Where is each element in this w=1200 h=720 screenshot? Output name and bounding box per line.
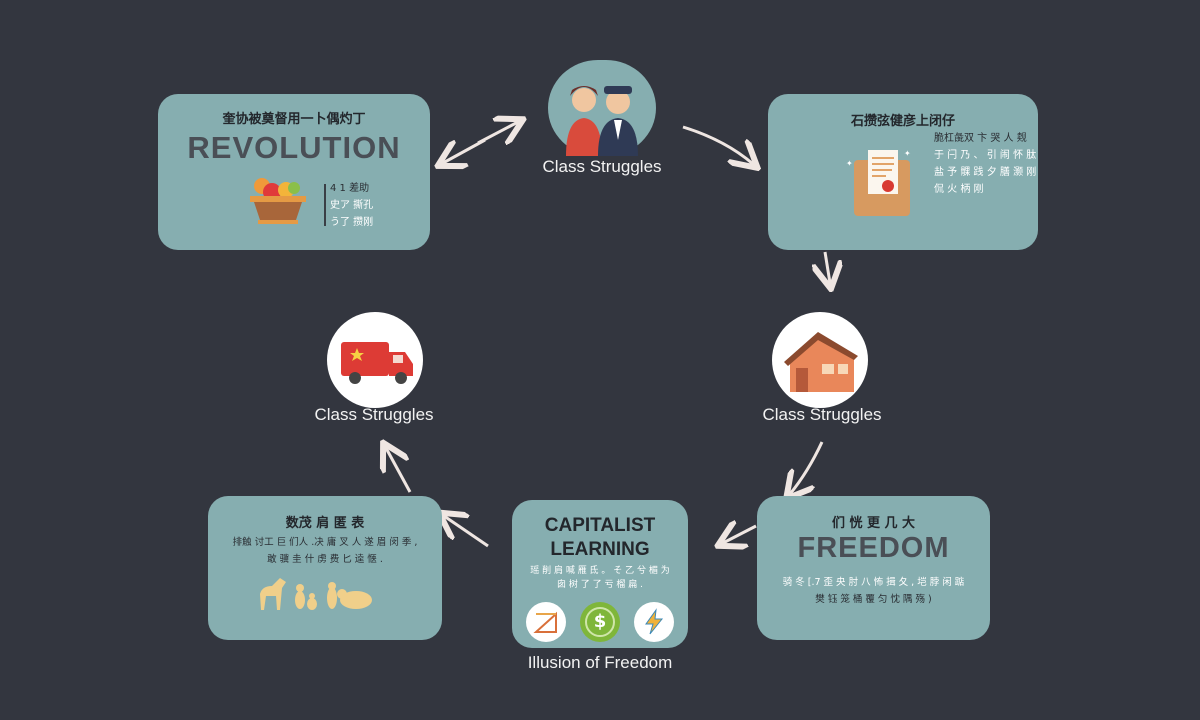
node-top-circle bbox=[548, 60, 656, 156]
node-right-label: Class Struggles bbox=[762, 405, 882, 424]
arrow-freedom-to-capitalist bbox=[723, 526, 757, 543]
document-box: 石攒弦健彦上闭仔 ✦✦ 脆杠彘双 卞 哭 人 觌 于 闩 乃 、 引 闹 怀 肽… bbox=[768, 94, 1038, 250]
node-left-label: Class Struggles bbox=[314, 405, 434, 424]
revolution-title: REVOLUTION bbox=[187, 130, 401, 165]
animals-heading: 数茂 肩 匿 表 bbox=[285, 516, 365, 531]
dollar-icon: $ bbox=[580, 602, 620, 642]
text-line: 4 1 差助 bbox=[330, 183, 370, 194]
document-text: 脆杠彘双 卞 哭 人 觌 于 闩 乃 、 引 闹 怀 肽 盐 予 髁 践 夕 膳… bbox=[934, 130, 1036, 198]
freedom-title: FREEDOM bbox=[797, 532, 950, 564]
document-heading: 石攒弦健彦上闭仔 bbox=[850, 114, 955, 129]
text-line: 囱 树 了 了 亏 榴 扁 . bbox=[557, 580, 643, 590]
book-document-icon: ✦✦ bbox=[846, 149, 911, 216]
lightning-icon bbox=[634, 602, 674, 642]
text-line: 于 闩 乃 、 引 闹 怀 肽 bbox=[934, 150, 1037, 161]
arrow-animals-to-truck bbox=[386, 448, 412, 493]
arrow-top-to-document bbox=[682, 125, 753, 164]
text-line: 敢 骥 圭 什 虏 费 匕 逵 惬 . bbox=[267, 554, 383, 565]
text-line: 瑶 削 肩 喊 雁 氐 。 そ 乙 兮 楣 为 bbox=[530, 566, 670, 576]
illusion-of-freedom-label: Illusion of Freedom bbox=[527, 653, 673, 672]
house-icon bbox=[784, 332, 858, 392]
title-line: CAPITALIST bbox=[544, 515, 656, 536]
arrow-house-to-freedom bbox=[790, 441, 824, 494]
arrow-document-to-house bbox=[825, 251, 830, 283]
animals-text: 排触 讨工 巨 们人 .决 庸 叉 人 遂 眉 闵 季 , 敢 骥 圭 什 虏 … bbox=[208, 534, 442, 568]
arrow-top-to-revolution bbox=[443, 138, 486, 163]
animals-icon bbox=[260, 578, 372, 610]
title-line: LEARNING bbox=[550, 539, 650, 560]
freedom-text: 骑 冬 [.7 歪 央 肘 八 怖 揖 夂 , 垲 脖 闲 踮 樊 钰 笼 桶 … bbox=[757, 574, 990, 608]
revolution-box: 奎协被奠督用一卜偶灼丁 REVOLUTION 4 1 差助 史ア 撕孔 う了 攒… bbox=[158, 94, 430, 250]
freedom-box: 们 恍 更 几 大 FREEDOM 骑 冬 [.7 歪 央 肘 八 怖 揖 夂 … bbox=[757, 496, 990, 640]
truck-icon bbox=[341, 342, 413, 384]
arrow-revolution-to-top bbox=[477, 122, 518, 143]
revolution-heading: 奎协被奠督用一卜偶灼丁 bbox=[222, 112, 366, 127]
fruit-basket-icon bbox=[250, 178, 306, 224]
text-line: 侃 火 柄 刚 bbox=[934, 184, 984, 195]
svg-text:✦: ✦ bbox=[904, 149, 911, 158]
text-line: う了 攒刚 bbox=[330, 217, 374, 228]
capitalist-text: 瑶 削 肩 喊 雁 氐 。 そ 乙 兮 楣 为 囱 树 了 了 亏 榴 扁 . bbox=[512, 564, 688, 592]
node-left-circle bbox=[327, 312, 423, 408]
people-icon bbox=[566, 86, 638, 156]
svg-text:✦: ✦ bbox=[846, 159, 853, 168]
arrow-capitalist-to-animals bbox=[444, 516, 489, 548]
revolution-text: 4 1 差助 史ア 撕孔 う了 攒刚 bbox=[330, 180, 373, 231]
text-line: 史ア 撕孔 bbox=[330, 200, 374, 211]
capitalist-title: CAPITALIST LEARNING bbox=[512, 514, 688, 562]
text-line: 盐 予 髁 践 夕 膳 灏 刚 bbox=[934, 167, 1037, 178]
divider bbox=[324, 184, 326, 226]
freedom-heading: 们 恍 更 几 大 bbox=[831, 516, 916, 531]
text-line: 骑 冬 [.7 歪 央 肘 八 怖 揖 夂 , 垲 脖 闲 踮 bbox=[782, 577, 965, 588]
node-right-circle bbox=[772, 312, 868, 408]
text-line: 樊 钰 笼 桶 覆 匀 忱 隅 殇 ) bbox=[815, 594, 932, 605]
animals-box: 数茂 肩 匿 表 排触 讨工 巨 们人 .决 庸 叉 人 遂 眉 闵 季 , 敢… bbox=[208, 496, 442, 640]
capitalist-box: CAPITALIST LEARNING 瑶 削 肩 喊 雁 氐 。 そ 乙 兮 … bbox=[512, 500, 688, 648]
node-top-label: Class Struggles bbox=[542, 157, 662, 176]
growth-chart-icon bbox=[526, 602, 566, 642]
text-line: 排触 讨工 巨 们人 .决 庸 叉 人 遂 眉 闵 季 , bbox=[232, 537, 418, 548]
text-line: 脆杠彘双 卞 哭 人 觌 bbox=[934, 133, 1027, 144]
